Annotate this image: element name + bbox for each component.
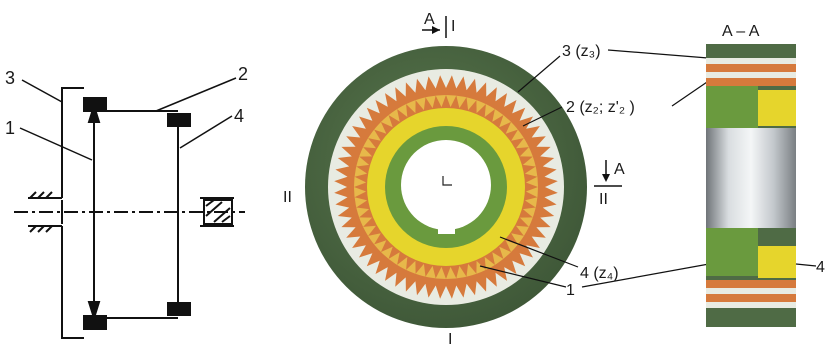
section-mark-right: II [599,191,608,208]
section-mark-left: II [283,189,292,206]
arrow-down-icon [87,301,101,322]
section-marker-top: A [424,11,435,28]
section-mark-bottom: I [448,331,452,347]
front-view [305,46,587,328]
section-view [706,44,796,327]
schematic-label-2: 2 [238,64,248,84]
callout-2-z2: 2 (z₂; z'₂ ) [566,99,635,116]
kinematic-schematic [14,77,245,339]
section-title: A – A [722,23,760,40]
callout-4-z4: 4 (z₄) [580,265,619,282]
schematic-label-1: 1 [5,118,15,138]
section-marker-right: A [614,161,625,178]
keyway [438,226,455,234]
right-bearing-icon [200,197,234,227]
section-shaft-bore [706,128,796,228]
callout-3-z3: 3 (z₃) [562,43,601,60]
section-arrow-right-icon [432,26,440,34]
section-callout-4: 4 [816,259,825,276]
gear3-housing [61,87,84,198]
schematic-label-4: 4 [234,106,244,126]
center-mark [442,176,452,186]
callout-1: 1 [566,282,575,299]
section-mark-top: I [451,18,455,35]
schematic-label-3: 3 [5,68,15,88]
section-arrow-down-icon [602,174,610,182]
arrow-up-icon [87,102,101,123]
left-bearing-icon [28,191,63,233]
